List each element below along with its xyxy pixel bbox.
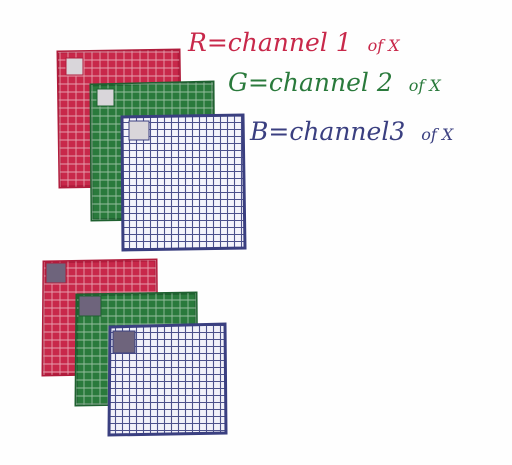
top-blue-corner-pixel — [128, 120, 150, 141]
top-blue-channel — [120, 113, 247, 252]
top-green-corner-pixel — [96, 88, 115, 107]
bottom-red-corner-pixel — [45, 262, 67, 284]
bottom-green-corner-pixel — [78, 295, 102, 317]
label-r: R=channel 1 of X — [187, 28, 400, 57]
bottom-blue-channel — [107, 322, 228, 437]
label-g: G=channel 2 of X — [228, 68, 441, 97]
bottom-stack — [41, 258, 228, 437]
bottom-blue-corner-pixel — [112, 330, 136, 354]
top-stack — [56, 48, 247, 252]
channel-labels: R=channel 1 of X G=channel 2 of X B=chan… — [187, 28, 454, 146]
label-b: B=channel3 of X — [249, 117, 454, 146]
top-red-corner-pixel — [65, 57, 84, 76]
